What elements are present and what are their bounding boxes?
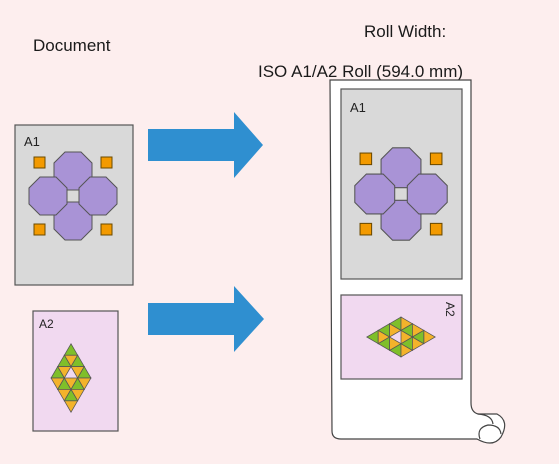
arrow-right-icon xyxy=(148,112,263,178)
roll-a1-label: A1 xyxy=(350,100,366,115)
roll-paper-icon: A1 A2 xyxy=(329,79,506,444)
a1-label: A1 xyxy=(24,134,40,149)
roll-a1-page: A1 xyxy=(340,88,463,280)
roll-width-value: ISO A1/A2 Roll (594.0 mm) xyxy=(258,62,464,81)
a2-label: A2 xyxy=(39,317,54,331)
roll-width-label: Roll Width: xyxy=(364,22,447,41)
roll-a2-page: A2 xyxy=(340,294,463,380)
a1-page: A1 xyxy=(14,124,134,286)
a2-page: A2 xyxy=(32,310,119,432)
arrow-right-icon xyxy=(148,286,264,352)
roll-a2-label: A2 xyxy=(443,302,457,317)
document-label: Document xyxy=(33,36,111,55)
